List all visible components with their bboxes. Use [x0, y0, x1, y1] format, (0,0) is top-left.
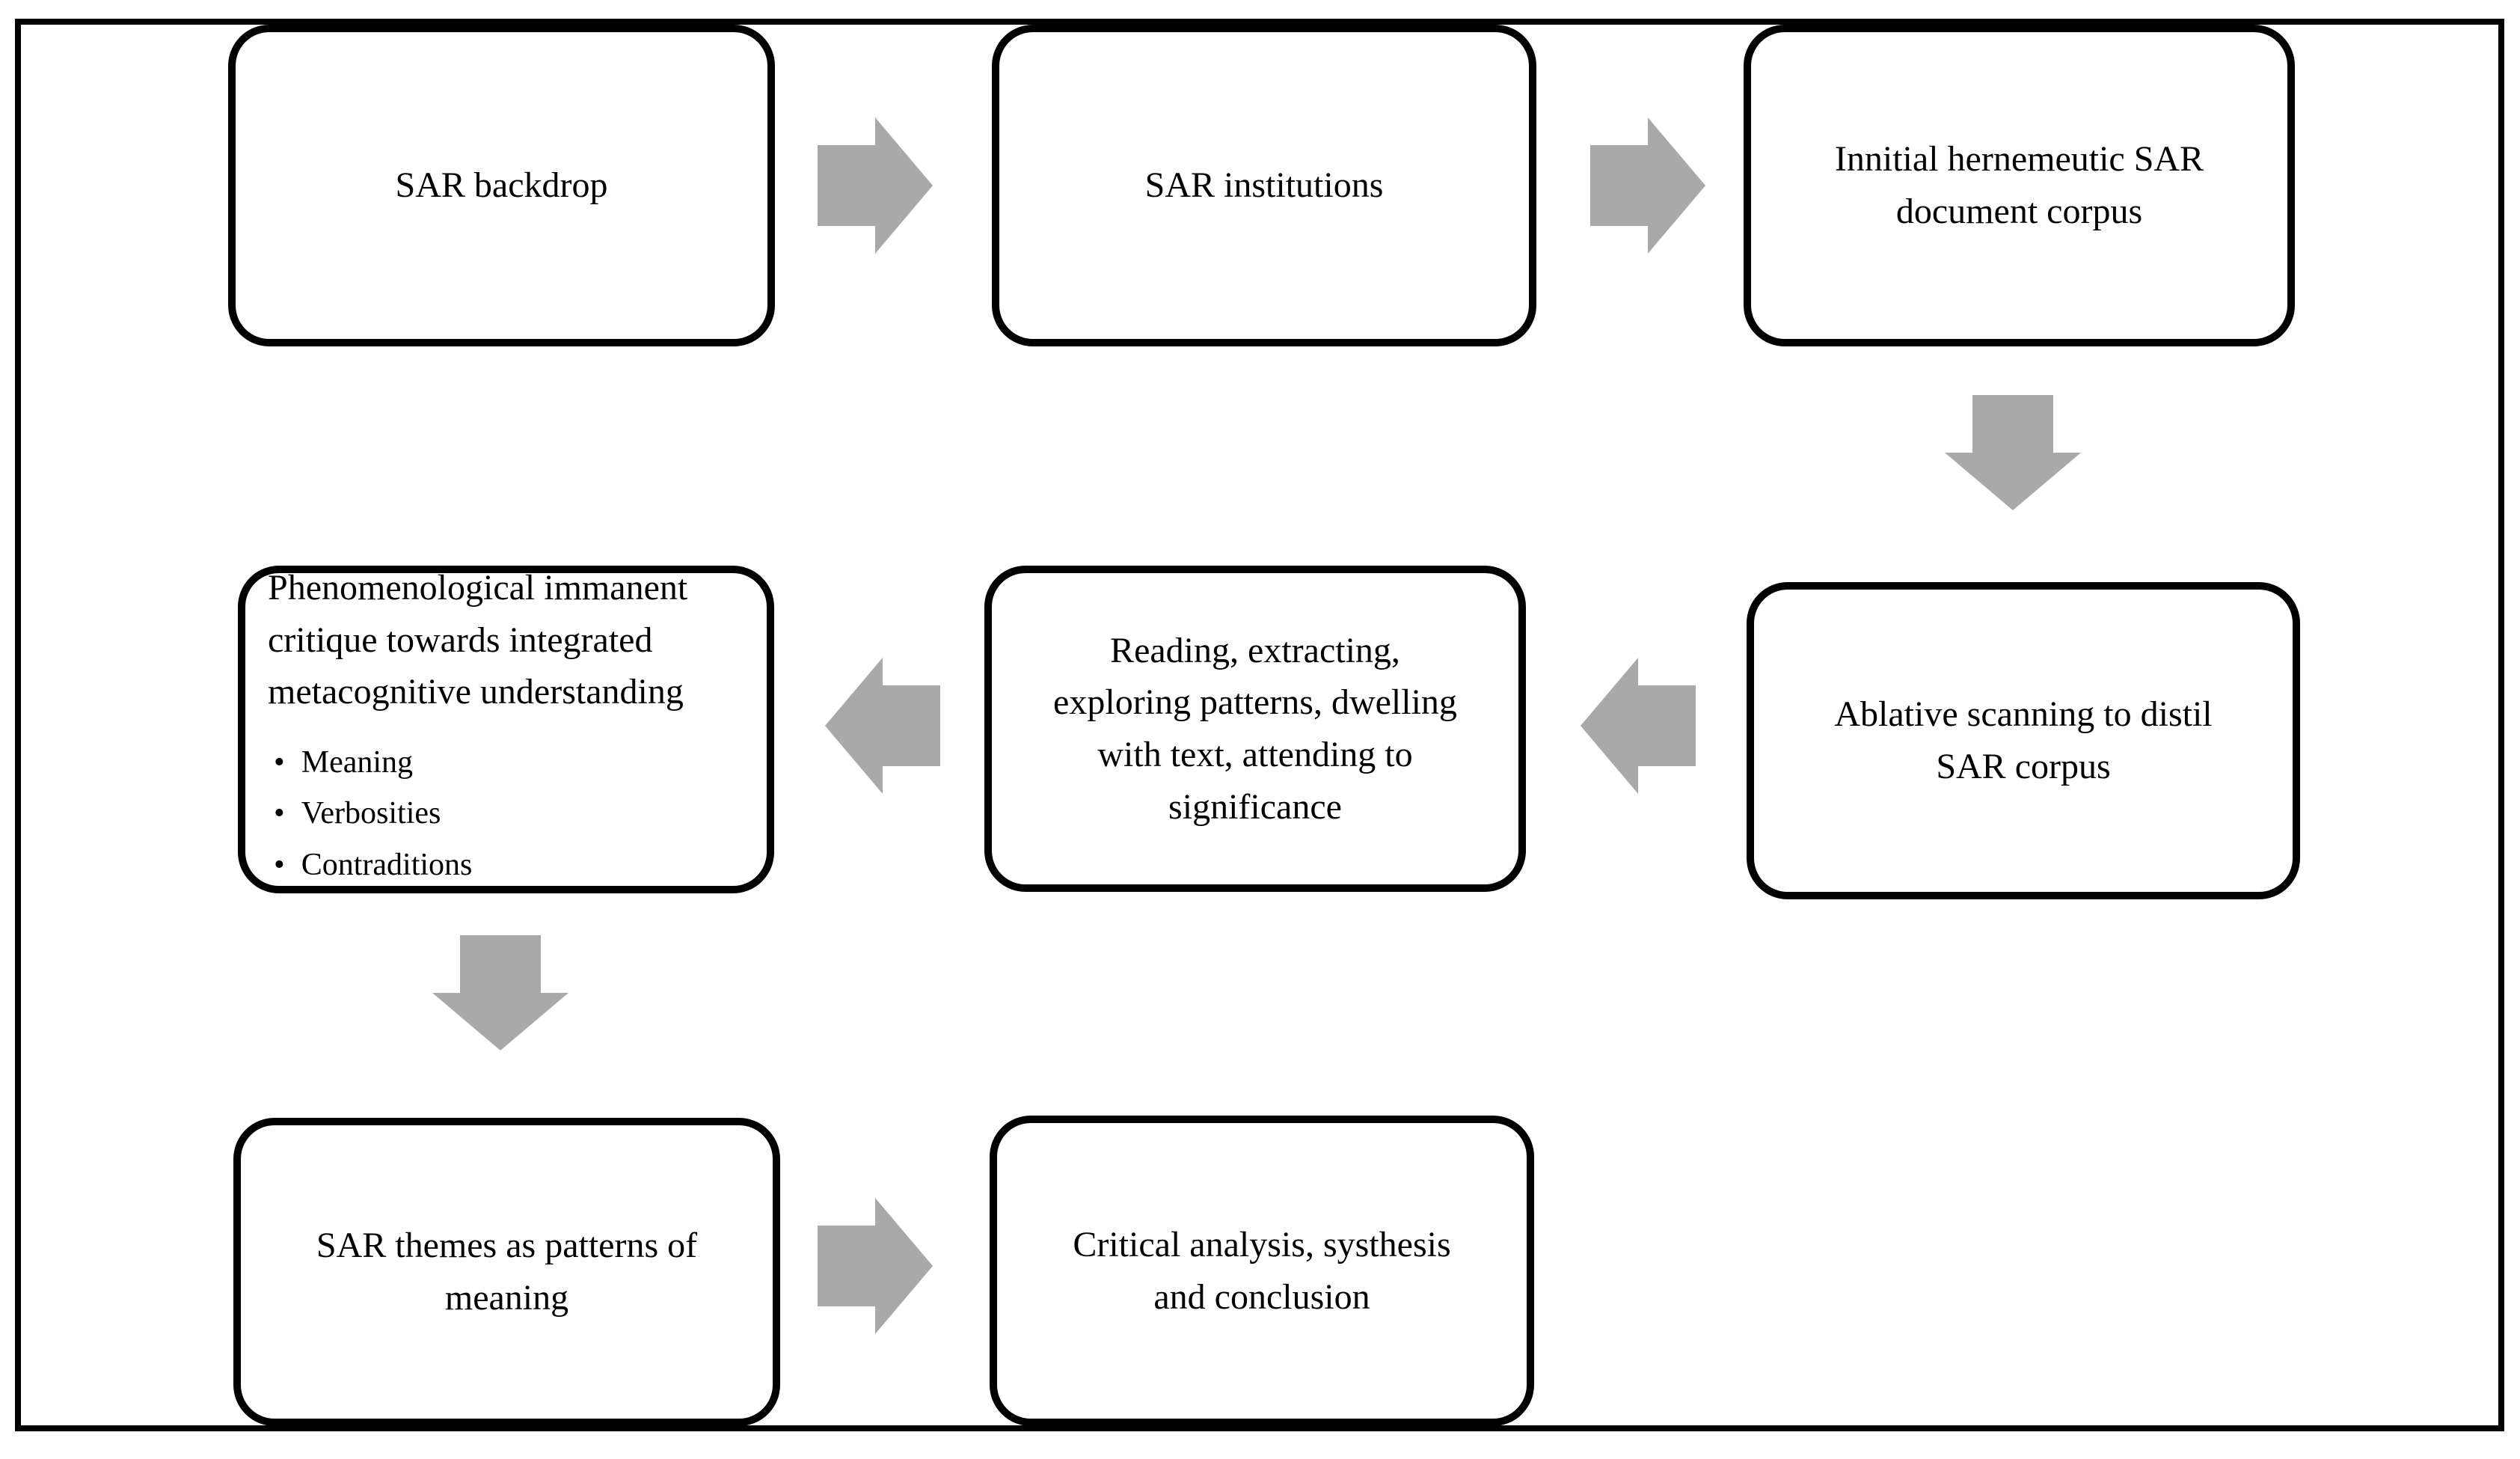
- bullet-item: Meaning: [274, 744, 472, 781]
- box-title: Phenomenological immanent critique towar…: [268, 568, 688, 712]
- arrow-down-icon: [432, 935, 568, 1050]
- flow-box-phenomenological-critique: Phenomenological immanent critique towar…: [238, 566, 774, 893]
- box-label: SAR backdrop: [395, 165, 608, 206]
- flow-box-ablative-scanning: Ablative scanning to distil SAR corpus: [1747, 582, 2300, 899]
- flow-box-sar-institutions: SAR institutions: [992, 25, 1536, 346]
- flow-box-sar-backdrop: SAR backdrop: [228, 25, 775, 346]
- box-label: Reading, extracting, exploring patterns,…: [1053, 630, 1457, 827]
- flow-box-sar-themes: SAR themes as patterns of meaning: [233, 1118, 780, 1426]
- arrow-right-icon: [818, 117, 933, 254]
- box-label: Ablative scanning to distil SAR corpus: [1834, 694, 2213, 786]
- arrow-right-icon: [1590, 117, 1705, 254]
- arrow-left-icon: [825, 658, 940, 794]
- flow-box-critical-analysis: Critical analysis, systhesis and conclus…: [990, 1116, 1534, 1426]
- arrow-down-icon: [1945, 395, 2081, 510]
- bullet-item: Contraditions: [274, 846, 473, 884]
- box-label: SAR institutions: [1144, 165, 1384, 206]
- flow-box-reading-extracting: Reading, extracting, exploring patterns,…: [984, 566, 1526, 892]
- box-label: Innitial hernemeutic SAR document corpus: [1834, 139, 2204, 231]
- flow-box-initial-corpus: Innitial hernemeutic SAR document corpus: [1744, 25, 2295, 346]
- bullet-list: Meaning Verbosities Contraditions: [268, 744, 473, 897]
- arrow-left-icon: [1581, 658, 1696, 794]
- outer-frame: [15, 19, 2504, 1431]
- arrow-right-icon: [818, 1198, 933, 1334]
- bullet-item: Verbosities: [274, 795, 472, 832]
- box-label: Critical analysis, systhesis and conclus…: [1073, 1224, 1451, 1317]
- box-label: SAR themes as patterns of meaning: [316, 1226, 698, 1318]
